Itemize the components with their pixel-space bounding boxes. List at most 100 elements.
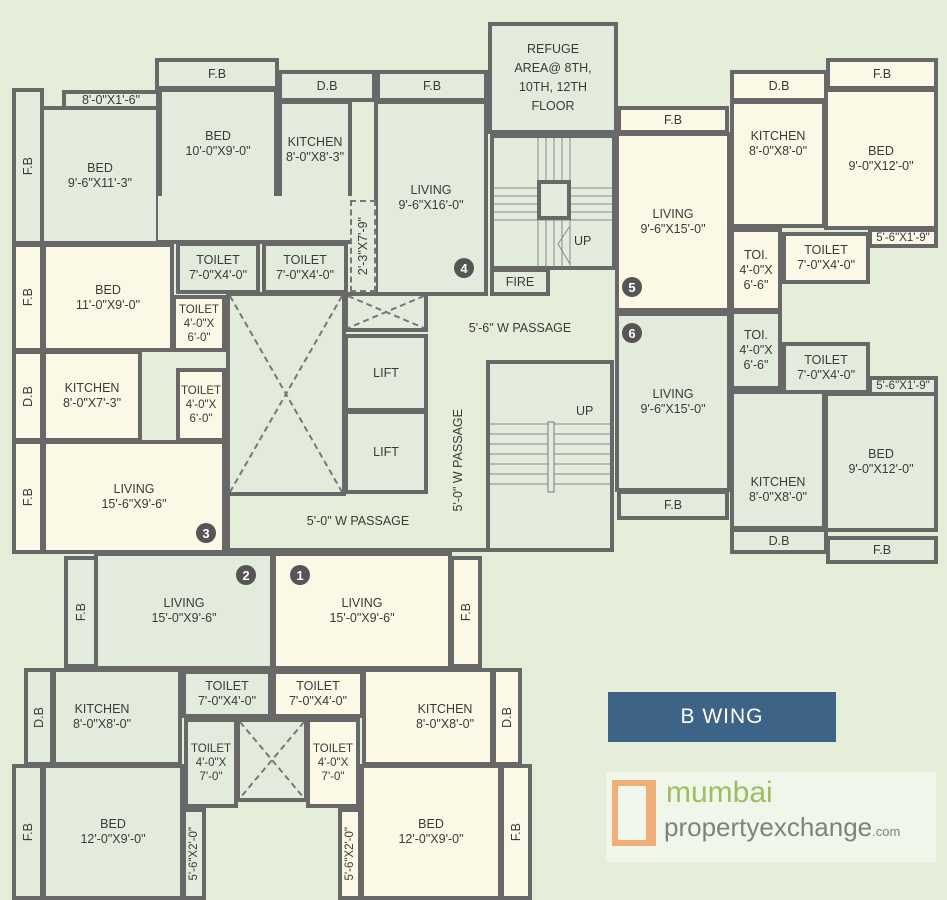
room-name: TOILET — [312, 743, 354, 755]
flower-bed: F.B — [826, 536, 938, 564]
unit-number-badge: 5 — [622, 277, 642, 297]
dry-balcony: D.B — [492, 668, 522, 766]
dim-label: 5'-6"X1'-9" — [876, 232, 930, 244]
dim-label: 4'-0"X 7'-0" — [317, 757, 349, 783]
ledge: 5'-6"X1'-9" — [868, 228, 938, 248]
flower-bed: F.B — [64, 556, 98, 668]
lift-label: LIFT — [373, 365, 399, 380]
unit-number-badge: 2 — [236, 565, 256, 585]
dim-label: 2'-3"X7'-9" — [355, 216, 370, 276]
dim-label: 7'-0"X4'-0" — [197, 694, 257, 708]
room-name: KITCHEN — [750, 475, 806, 489]
dim-label: 7'-0"X4'-0" — [288, 694, 348, 708]
dim-label: 9'-6"X16'-0" — [398, 198, 464, 212]
flower-bed: F.B — [826, 58, 938, 90]
room-name: LIVING — [652, 387, 694, 401]
dim-label: 10'-0"X9'-0" — [185, 144, 251, 158]
db-label: D.B — [31, 706, 46, 728]
dim-label: 8'-0"X8'-0" — [748, 144, 808, 158]
flower-bed: F.B — [155, 58, 279, 90]
watermark-logo: mumbai propertyexchange.com — [606, 772, 936, 862]
dim-label: 9'-6"X15'-0" — [640, 222, 706, 236]
dim-label: 5'-6"X1'-9" — [876, 380, 930, 392]
up-label: UP — [576, 404, 594, 418]
dim-label: 15'-6"X9'-6" — [101, 497, 167, 511]
room-name: LIVING — [652, 207, 694, 221]
dry-balcony: D.B — [24, 668, 54, 766]
room-name: LIVING — [341, 596, 383, 610]
passage-50: 5'-0" W PASSAGE — [226, 494, 490, 552]
watermark-text: propertyexchange — [664, 812, 873, 842]
dim-label: 7'-0"X4'-0" — [188, 268, 248, 282]
db-label: D.B — [316, 78, 338, 93]
staircase-top: UP — [490, 134, 616, 270]
dry-balcony: D.B — [278, 70, 376, 102]
room-name: KITCHEN — [417, 702, 473, 716]
flower-bed: F.B — [12, 243, 44, 352]
shaft-void — [236, 718, 308, 802]
refuge-area: REFUGE AREA@ 8TH, 10TH, 12TH FLOOR — [488, 22, 618, 134]
passage-label: 5'-0" W PASSAGE — [306, 513, 410, 528]
fb-label: F.B — [508, 822, 523, 842]
dim-label: 9'-6"X11'-3" — [67, 175, 133, 190]
void-cross-icon — [240, 722, 304, 798]
wing-badge: B WING — [608, 692, 836, 742]
room-name: BED — [868, 447, 894, 461]
dim-label: 5'-6"X2'-0" — [344, 827, 356, 881]
fire-area: FIRE — [490, 268, 550, 296]
toilet: TOI.4'-0"X 6'-6" — [730, 310, 782, 390]
duct-void — [226, 292, 346, 496]
dim-label: 9'-0"X12'-0" — [848, 159, 914, 173]
dim-label: 8'-0"X7'-3" — [62, 396, 122, 410]
dim-label: 11'-0"X9'-0" — [75, 297, 141, 312]
room-name: LIVING — [113, 482, 155, 496]
room-name: LIVING — [163, 596, 205, 610]
unit-number-badge: 4 — [454, 258, 474, 278]
dim-label: 12'-0"X9'-0" — [80, 832, 146, 846]
stair-icon — [494, 138, 612, 266]
unit-number-badge: 3 — [196, 523, 216, 543]
passage-label: 5'-6" W PASSAGE — [468, 320, 572, 335]
ledge: 5'-6"X2'-0" — [338, 808, 362, 900]
fire-label: FIRE — [505, 274, 535, 289]
flower-bed: F.B — [12, 440, 44, 554]
passage-56: 5'-6" W PASSAGE — [420, 300, 620, 356]
room-name: TOI. — [743, 327, 769, 342]
flower-bed: F.B — [376, 70, 488, 102]
flower-bed: F.B — [617, 106, 729, 134]
room-name: BED — [205, 129, 231, 143]
room-name: KITCHEN — [750, 129, 806, 143]
room-name: BED — [868, 144, 894, 158]
room-name: TOILET — [196, 253, 240, 267]
refuge-label: REFUGE AREA@ 8TH, 10TH, 12TH FLOOR — [514, 42, 592, 113]
fb-label: F.B — [207, 66, 227, 81]
bedroom-passage — [158, 196, 352, 244]
dry-balcony: D.B — [12, 350, 44, 442]
fb-label: F.B — [20, 822, 35, 842]
lift-1: LIFT — [344, 334, 428, 412]
dim-label: 8'-0"X8'-0" — [415, 717, 475, 731]
room-name: TOILET — [178, 303, 220, 316]
watermark-line2: propertyexchange.com — [664, 812, 900, 843]
room-name: TOILET — [190, 743, 232, 755]
dim-label: 4'-0"X 6'-0" — [183, 317, 215, 344]
db-label: D.B — [20, 385, 35, 407]
niche: 2'-3"X7'-9" — [350, 200, 376, 292]
fb-label: F.B — [872, 66, 892, 81]
db-label: D.B — [768, 78, 790, 93]
room-name: BED — [100, 817, 126, 831]
room-name: BED — [87, 160, 113, 175]
dim-label: 4'-0"X 7'-0" — [195, 757, 227, 783]
void-cross-icon — [348, 296, 424, 328]
